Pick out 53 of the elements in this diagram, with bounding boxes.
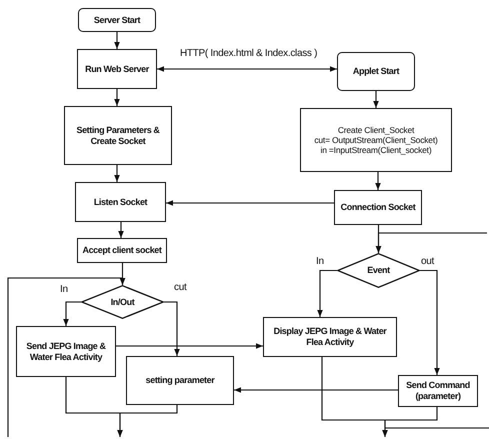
arrow (116, 343, 263, 349)
arrow (114, 165, 120, 182)
process-box (75, 182, 166, 222)
edge-label: In (60, 284, 68, 295)
box-text: Setting Parameters & Create Socket (75, 124, 161, 146)
box-text: Run Web Server (84, 64, 150, 74)
process-box (300, 108, 452, 172)
start-box (78, 8, 156, 32)
edge-label: cut (174, 282, 186, 293)
process-box (398, 375, 478, 407)
arrow (166, 200, 334, 206)
arrow (317, 270, 337, 317)
edge-label: In (316, 256, 324, 267)
start-box (337, 52, 415, 91)
process-box (64, 106, 172, 165)
arrow (234, 387, 398, 393)
arrow (63, 301, 81, 326)
box-text: Event (366, 265, 391, 276)
arrow (420, 270, 440, 375)
edge-label: out (421, 256, 434, 267)
box-text: Send JEPG Image & Water Flea Activity (25, 340, 107, 362)
box-text: In/Out (110, 296, 136, 308)
box-text: cut= OutputStream(Client_Socket) (313, 134, 439, 146)
arrow (117, 405, 178, 437)
arrow (382, 407, 438, 437)
arrow (157, 66, 337, 72)
box-text: Accept client socket (81, 245, 163, 256)
arrow (114, 32, 120, 49)
arrow (7, 277, 126, 437)
process-box (77, 238, 167, 263)
process-box (334, 190, 422, 225)
arrow (373, 91, 379, 108)
decision-diamond (337, 253, 420, 288)
edge-label: HTTP( Index.html & Index.class ) (180, 48, 318, 59)
box-text: Send Command (parameter) (405, 380, 471, 402)
box-text: Create Client_Socket (336, 124, 416, 135)
arrow (118, 222, 124, 238)
process-box (263, 317, 397, 357)
box-text: Server Start (92, 14, 142, 26)
box-text: Connection Socket (340, 202, 417, 213)
box-text: Listen Socket (92, 196, 148, 208)
box-text: in =InputStream(Client_socket) (320, 145, 432, 156)
arrow (164, 301, 180, 356)
arrow (376, 232, 487, 253)
arrow (375, 172, 381, 190)
box-text: Display JEPG Image & Water Flea Activity (272, 326, 388, 348)
arrow (114, 89, 120, 106)
box-text: setting parameter (144, 375, 216, 386)
decision-diamond (81, 285, 164, 319)
box-text: Applet Start (352, 66, 400, 77)
process-box (77, 49, 157, 89)
process-box (126, 356, 234, 405)
process-box (16, 326, 116, 377)
